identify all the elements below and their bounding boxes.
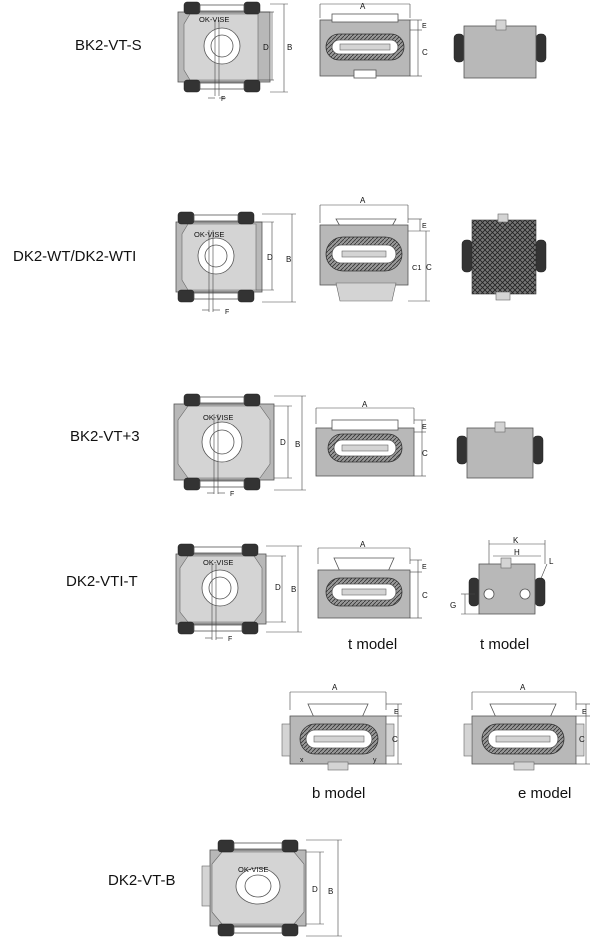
caption-b-model: b model [312, 785, 366, 802]
front-view-bk2-vt-s: A E C [319, 2, 428, 79]
top-view-dk2-wt: OK-VISE D B F [175, 211, 296, 316]
dim-e: E [422, 564, 427, 571]
front-view-dk2-wt: A E C1 C [319, 196, 432, 302]
dim-a: A [360, 196, 366, 205]
side-view-bk2-vt-s [453, 19, 547, 79]
dim-b: B [286, 255, 291, 264]
dim-e: E [394, 709, 399, 716]
dim-e: E [422, 23, 427, 30]
dim-c1: C1 [412, 263, 422, 272]
side-view-bk2-vt3 [456, 421, 544, 479]
model-label-bk2-vt-s: BK2-VT-S [75, 37, 142, 54]
dim-e: E [422, 424, 427, 431]
brand-label: OK-VISE [203, 413, 233, 422]
dim-d: D [280, 438, 286, 447]
dim-f: F [228, 636, 232, 643]
dim-e: E [582, 709, 587, 716]
dim-d: D [267, 253, 273, 262]
dim-c: C [422, 48, 428, 57]
front-view-bk2-vt3: A E C [315, 400, 428, 477]
side-view-dk2-wt [461, 213, 547, 301]
dim-a: A [360, 540, 366, 549]
dim-b: B [295, 440, 300, 449]
caption-e-model: e model [518, 785, 572, 802]
top-view-bk2-vt3: OK-VISE D B F [173, 393, 306, 498]
dim-c: C [422, 591, 428, 600]
front-view-e-model: A E C [463, 683, 590, 771]
dim-c: C [426, 263, 432, 272]
model-label-bk2-vt3: BK2-VT+3 [70, 428, 140, 445]
brand-label: OK-VISE [194, 230, 224, 239]
front-view-dk2-vti-t: A E C [317, 540, 428, 619]
dim-b: B [328, 887, 333, 896]
brand-label: OK-VISE [199, 15, 229, 24]
dim-b: B [291, 585, 296, 594]
top-view-bk2-vt-s: OK-VISE D B F [177, 1, 292, 103]
dim-x: x [300, 757, 304, 764]
model-label-dk2-vti-t: DK2-VTI-T [66, 573, 138, 590]
dim-a: A [360, 2, 366, 11]
dim-e: E [422, 223, 427, 230]
brand-label: OK-VISE [238, 865, 268, 874]
dim-c: C [392, 735, 398, 744]
dim-k: K [513, 536, 519, 545]
brand-label: OK-VISE [203, 558, 233, 567]
dim-d: D [263, 43, 269, 52]
caption-t-model-front: t model [348, 636, 398, 653]
dim-f: F [221, 96, 225, 103]
top-view-dk2-vt-b: OK-VISE D B [201, 839, 342, 937]
dim-y: y [373, 757, 377, 764]
dim-l: L [549, 557, 554, 566]
model-label-dk2-vt-b: DK2-VT-B [108, 872, 176, 889]
dim-f: F [230, 491, 234, 498]
dim-b: B [287, 43, 292, 52]
dim-c: C [579, 735, 585, 744]
dim-d: D [275, 583, 281, 592]
dim-c: C [422, 449, 428, 458]
side-view-dk2-vti-t: K H L G [450, 536, 554, 615]
dim-a: A [362, 400, 368, 409]
model-label-dk2-wt: DK2-WT/DK2-WTI [13, 248, 137, 265]
dim-a: A [520, 683, 526, 692]
caption-t-model-side: t model [480, 636, 530, 653]
dim-d: D [312, 885, 318, 894]
front-view-b-model: A x y E C [281, 683, 402, 771]
dim-h: H [514, 548, 520, 557]
top-view-dk2-vti-t: OK-VISE D B F [175, 543, 302, 643]
dim-f: F [225, 309, 229, 316]
dim-g: G [450, 601, 456, 610]
dim-a: A [332, 683, 338, 692]
